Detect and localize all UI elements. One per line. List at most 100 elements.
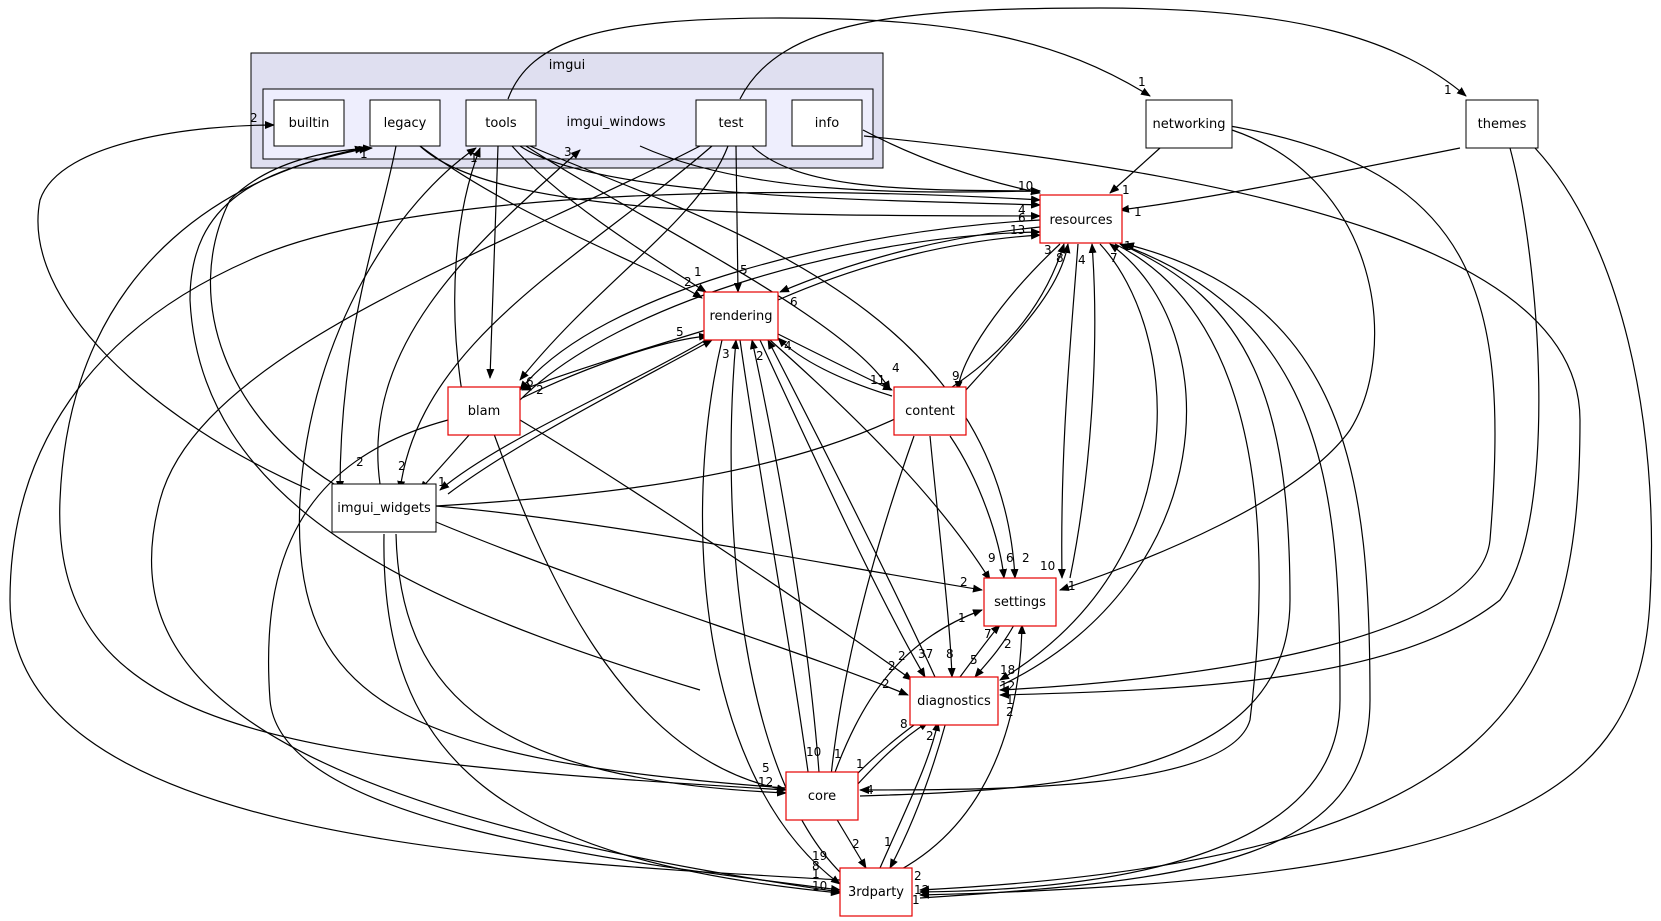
node-builtin-label: builtin xyxy=(289,116,330,131)
edge-label: 8 xyxy=(812,859,820,873)
node-legacy[interactable]: legacy xyxy=(369,99,441,147)
node-settings-label: settings xyxy=(994,595,1046,610)
edge-label: 5 xyxy=(762,761,770,775)
edge-content-resources xyxy=(965,243,1071,391)
edge-label: 10 xyxy=(1018,179,1033,193)
edge-widgets-legacy xyxy=(209,144,373,485)
edge-content-settings xyxy=(949,435,1008,579)
edge-label: 10 xyxy=(1040,559,1055,573)
edge-core-legacy xyxy=(59,145,787,791)
edge-rendering-blam xyxy=(521,329,707,391)
edge-label: 4 xyxy=(892,361,900,375)
edge-label: 1 xyxy=(694,265,702,279)
edge-label: 1 xyxy=(856,757,864,771)
edge-label: 6 xyxy=(526,375,534,389)
edge-3rdparty-resources xyxy=(919,242,1371,899)
edge-rendering-diagnostics xyxy=(759,339,926,678)
node-core[interactable]: core xyxy=(785,771,859,821)
node-content[interactable]: content xyxy=(893,386,967,436)
node-3rdparty-label: 3rdparty xyxy=(848,885,904,900)
edge-tools-content xyxy=(525,145,891,391)
edge-label: 1 xyxy=(1122,183,1130,197)
edge-test-themes xyxy=(739,7,1467,100)
edge-resources-blam xyxy=(519,219,1041,391)
edge-rendering-3rdparty xyxy=(701,339,841,885)
edge-diagnostics-legacy xyxy=(189,145,701,691)
edge-label: 2 xyxy=(888,659,896,673)
edge-resources-settings xyxy=(1057,243,1079,579)
edge-rendering-settings xyxy=(769,339,991,581)
node-3rdparty[interactable]: 3rdparty xyxy=(839,867,913,917)
edge-widgets-rendering xyxy=(447,339,713,495)
node-core-label: core xyxy=(808,789,836,804)
edge-label: 2 xyxy=(398,459,406,473)
edge-label: 19 xyxy=(812,849,827,863)
node-resources[interactable]: resources xyxy=(1039,194,1123,244)
edge-blam-core xyxy=(493,433,787,793)
edge-resources-rendering xyxy=(779,226,1041,293)
edge-label: 12 xyxy=(914,883,929,897)
edge-label: 12 xyxy=(758,775,773,789)
edge-label: 10 xyxy=(812,879,827,893)
node-blam[interactable]: blam xyxy=(447,386,521,436)
edge-test-widgets xyxy=(397,145,713,491)
edge-label: 1 xyxy=(1068,579,1076,593)
edge-3rdparty-rendering xyxy=(730,339,847,879)
node-tools[interactable]: tools xyxy=(465,99,537,147)
edge-label: 1 xyxy=(438,475,446,489)
edge-resources-content xyxy=(954,243,1061,391)
node-imgui-widgets[interactable]: imgui_widgets xyxy=(331,483,437,533)
edge-label: 2 xyxy=(756,349,764,363)
node-rendering[interactable]: rendering xyxy=(703,291,779,341)
edge-widgets-core xyxy=(395,533,787,797)
edge-widgets-3rdparty xyxy=(383,533,841,897)
node-themes[interactable]: themes xyxy=(1465,99,1539,149)
edge-label: 1 xyxy=(1138,75,1146,89)
node-diagnostics[interactable]: diagnostics xyxy=(909,676,999,726)
edge-label: 2 xyxy=(250,111,258,125)
edge-content-rendering xyxy=(777,337,893,397)
edge-label: 13 xyxy=(1010,223,1025,237)
edge-label: 6 xyxy=(790,295,798,309)
edge-themes-3rdparty xyxy=(919,147,1653,899)
edge-label: 9 xyxy=(952,369,960,383)
edge-test-rendering xyxy=(733,145,742,293)
cluster-imgui-windows-label: imgui_windows xyxy=(567,115,666,130)
edge-label: 2 xyxy=(960,575,968,589)
edge-widgets-diagnostics xyxy=(435,521,909,696)
edge-label: 3 xyxy=(722,347,730,361)
edge-legacy-rendering xyxy=(419,145,703,299)
node-legacy-label: legacy xyxy=(384,116,427,131)
edge-label: 1 xyxy=(1134,205,1142,219)
edge-label: 8 xyxy=(946,647,954,661)
edge-core-settings xyxy=(829,609,983,787)
edge-label: 2 xyxy=(852,837,860,851)
edge-themes-diagnostics xyxy=(999,147,1540,699)
node-builtin[interactable]: builtin xyxy=(273,99,345,147)
edge-label: 2 xyxy=(1022,551,1030,565)
edge-core-tools xyxy=(298,147,787,789)
edge-resources-3rdparty xyxy=(919,243,1341,896)
edge-tools-resources xyxy=(519,145,1041,209)
node-test[interactable]: test xyxy=(695,99,767,147)
node-networking-label: networking xyxy=(1153,117,1226,132)
edge-widgets-builtin xyxy=(37,121,311,491)
node-settings[interactable]: settings xyxy=(983,577,1057,627)
node-networking[interactable]: networking xyxy=(1145,99,1233,149)
edge-label: 1 xyxy=(958,611,966,625)
edge-label: 1 xyxy=(912,893,920,907)
edge-tools-networking xyxy=(507,17,1151,100)
node-info[interactable]: info xyxy=(791,99,863,147)
edge-legacy-widgets xyxy=(336,145,397,491)
edge-3rdparty-settings xyxy=(899,624,1026,871)
edge-core-3rdparty xyxy=(835,817,867,869)
edge-label: 3 xyxy=(564,145,572,159)
edge-resources-diagnostics xyxy=(999,243,1158,681)
edge-label: 11 xyxy=(870,373,885,387)
edge-info-3rdparty xyxy=(863,135,1581,894)
edge-diagnostics-rendering xyxy=(767,339,936,678)
edge-label: 4 xyxy=(784,339,792,353)
edge-diagnostics-3rdparty xyxy=(889,721,947,869)
edge-label: 1 xyxy=(812,867,820,881)
edge-label: 3 xyxy=(1044,243,1052,257)
